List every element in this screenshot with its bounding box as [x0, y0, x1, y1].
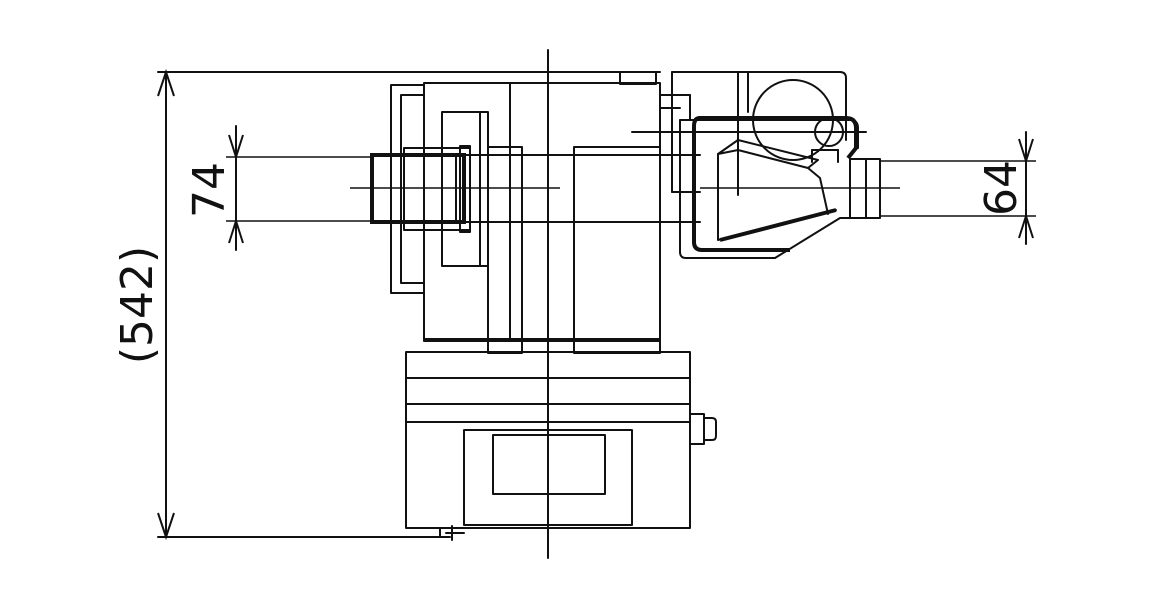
upper-body-housing	[390, 82, 701, 354]
overall-height-label: (542)	[112, 246, 163, 364]
lower-base-block	[405, 351, 717, 541]
left-pipe-label: 74	[184, 162, 235, 218]
right-valve-head	[619, 71, 867, 259]
left-pipe-dimension: 74	[184, 125, 372, 251]
right-pipe-label: 64	[976, 160, 1027, 216]
right-pipe-stub	[700, 158, 900, 219]
right-pipe-dimension: 64	[880, 131, 1036, 245]
left-pipe-connector	[350, 145, 560, 233]
overall-height-dimension: (542)	[112, 68, 661, 541]
